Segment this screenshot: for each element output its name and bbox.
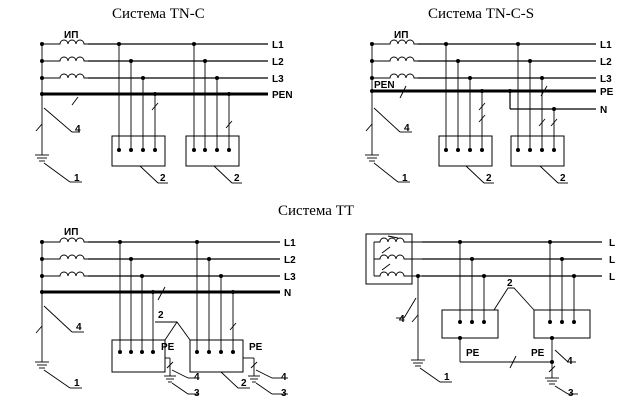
label-pen: PEN: [272, 90, 293, 101]
label-l1: L1: [600, 40, 612, 51]
callout-2: 2: [158, 310, 164, 321]
label-pen: PEN: [374, 80, 395, 91]
label-l2: L2: [272, 57, 284, 68]
equipment-box: [441, 309, 499, 339]
label-l3: L3: [284, 272, 296, 283]
callout-1: 1: [74, 173, 80, 184]
callout-2: 2: [560, 173, 566, 184]
label-pe: PE: [249, 342, 263, 353]
transformer-coil-1: [42, 39, 88, 45]
label-l: L: [609, 238, 615, 249]
callout-3: 3: [194, 388, 200, 399]
label-l: L: [609, 255, 615, 266]
title-tt: Система TT: [278, 203, 354, 219]
callout-4: 4: [399, 314, 405, 325]
equipment-box: [185, 135, 240, 167]
label-l: L: [609, 272, 615, 283]
panel-tt: ИП L1 L2 L3 N 2 PE: [35, 227, 296, 399]
equipment-box: [438, 135, 493, 167]
title-tn-c-s: Система TN-C-S: [428, 6, 534, 22]
callout-2: 2: [507, 278, 513, 289]
label-l1: L1: [284, 238, 296, 249]
label-n: N: [600, 105, 607, 116]
label-ip: ИП: [64, 227, 78, 238]
label-l2: L2: [284, 255, 296, 266]
panel-isolated: L L L 4 1 2 PE PE: [365, 233, 615, 399]
transformer-coil-3: [42, 73, 88, 79]
callout-4: 4: [567, 356, 573, 367]
callout-4: 4: [404, 123, 410, 134]
callout-2: 2: [241, 378, 247, 389]
callout-4: 4: [75, 124, 81, 135]
panel-tn-c: ИП L1 L2 L3 PEN: [35, 30, 293, 184]
callout-4: 4: [194, 372, 200, 383]
callout-3: 3: [568, 388, 574, 399]
label-pe: PE: [531, 348, 545, 359]
equipment-box: [510, 135, 565, 167]
equipment-box: [189, 339, 244, 373]
label-pe: PE: [466, 348, 480, 359]
callout-1: 1: [74, 378, 80, 389]
title-tn-c: Система TN-C: [112, 6, 205, 22]
callout-2: 2: [486, 173, 492, 184]
equipment-box: [111, 135, 166, 167]
label-ip: ИП: [64, 30, 78, 41]
label-pe: PE: [161, 342, 175, 353]
panel-tn-c-s: ИП L1 L2 L3 PE N PEN: [365, 30, 614, 184]
label-n: N: [284, 288, 291, 299]
conductor-tick: [71, 96, 79, 106]
label-l2: L2: [600, 57, 612, 68]
callout-2: 2: [160, 173, 166, 184]
equipment-box: [111, 339, 166, 373]
callout-4: 4: [281, 372, 287, 383]
callout-2-leader: [493, 287, 535, 311]
callout-3: 3: [281, 388, 287, 399]
transformer-coil-2: [42, 56, 88, 62]
label-l3: L3: [600, 74, 612, 85]
label-ip: ИП: [394, 30, 408, 41]
callout-1: 1: [444, 372, 450, 383]
callout-1: 1: [402, 173, 408, 184]
label-l3: L3: [272, 74, 284, 85]
callout-2-leader: [155, 321, 191, 341]
label-l1: L1: [272, 40, 284, 51]
callout-4: 4: [76, 322, 82, 333]
callout-2: 2: [234, 173, 240, 184]
label-pe: PE: [600, 87, 614, 98]
